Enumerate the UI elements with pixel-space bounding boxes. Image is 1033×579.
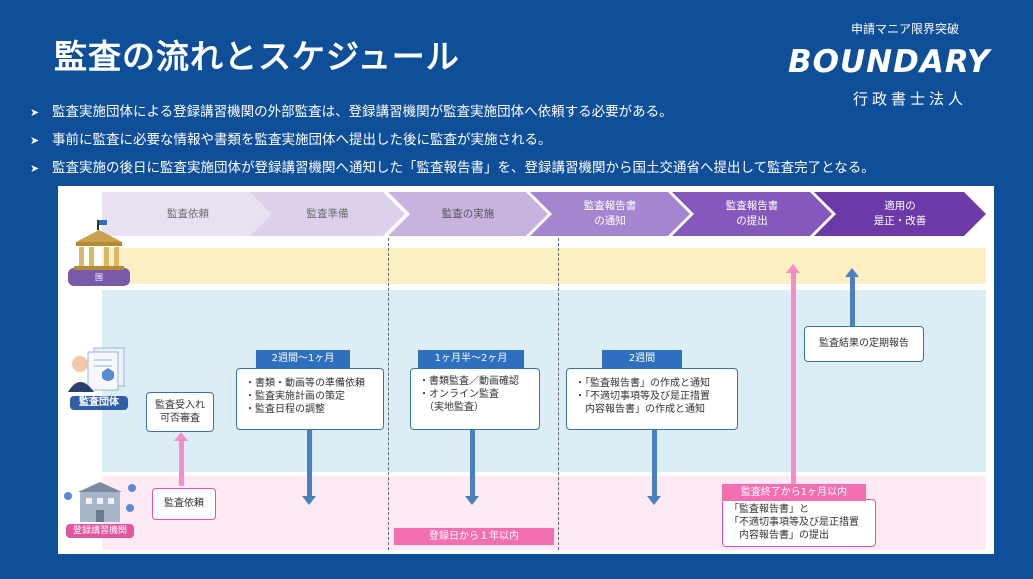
within-month-label: 監査終了から1ヶ月以内 — [722, 484, 866, 501]
request-up-arrowhead-icon — [174, 432, 188, 441]
prep-tasks-box: ・書類・動画等の準備依頼 ・監査実施計画の策定 ・監査日程の調整 — [236, 368, 384, 430]
period-prep-badge: 2週間〜1ヶ月 — [256, 350, 350, 368]
page-title: 監査の流れとスケジュール — [54, 37, 460, 76]
periodic-report-box: 監査結果の定期報告 — [804, 326, 924, 362]
bullet-2: ➤ 事前に監査に必要な情報や書類を監査実施団体へ提出した後に監査が実施される。 — [30, 128, 552, 148]
flow-diagram: 監査依頼 監査準備 監査の実施 監査報告書 の通知 監査報告書 の提出 適用の … — [58, 186, 994, 554]
gov-label: 国 — [95, 273, 103, 282]
gov-band — [102, 248, 986, 284]
separator-line — [388, 238, 389, 550]
period-exec-badge: 1ヶ月半〜2ヶ月 — [418, 350, 524, 368]
bullet-1: ➤ 監査実施団体による登録講習機関の外部監査は、登録講習機関が監査実施団体へ依頼す… — [30, 100, 673, 120]
logo-name: BOUNDARY — [788, 44, 991, 80]
report-down-arrowhead-icon — [647, 496, 661, 505]
bullet-text: 監査実施団体による登録講習機関の外部監査は、登録講習機関が監査実施団体へ依頼する… — [52, 104, 673, 120]
logo-subtitle: 行政書士法人 — [852, 90, 967, 108]
period-report-badge: 2週間 — [602, 350, 682, 368]
audit-request-box: 監査依頼 — [152, 488, 216, 520]
periodic-up-arrow — [850, 276, 855, 326]
stage-notify: 監査報告書 の通知 — [530, 192, 690, 236]
report-submission-box: 「監査報告書」と 「不適切事項等及び是正措置 内容報告書」の提出 — [722, 499, 876, 547]
submit-up-arrowhead-icon — [786, 264, 800, 273]
registered-org-building-icon: 登録講習機関 — [62, 478, 138, 542]
exec-down-arrow — [470, 430, 475, 496]
government-building-icon: 国 — [64, 220, 134, 288]
periodic-up-arrowhead-icon — [845, 268, 859, 277]
acceptance-review-box: 監査受入れ 可否審査 — [146, 392, 214, 432]
prep-down-arrowhead-icon — [302, 496, 316, 505]
submit-up-arrow — [791, 272, 796, 484]
within-year-label: 登録日から１年以内 — [394, 528, 554, 545]
stage-prep: 監査準備 — [250, 192, 405, 236]
report-tasks-box: ・「監査報告書」の作成と通知 ・「不適切事項等及び是正措置 内容報告書」の作成と… — [566, 368, 738, 430]
request-up-arrow — [179, 440, 184, 486]
bullet-text: 事前に監査に必要な情報や書類を監査実施団体へ提出した後に監査が実施される。 — [52, 132, 552, 148]
stage-correction: 適用の 是正・改善 — [814, 192, 986, 236]
bullet-3: ➤ 監査実施の後日に監査実施団体が登録講習機関へ通知した「監査報告書」を、登録講習… — [30, 156, 875, 176]
stage-request: 監査依頼 — [102, 192, 274, 236]
logo-tagline: 申請マニア限界突破 — [850, 22, 959, 36]
bullet-marker-icon: ➤ — [30, 106, 40, 119]
bullet-marker-icon: ➤ — [30, 162, 40, 175]
stage-submit: 監査報告書 の提出 — [672, 192, 832, 236]
auditor-label: 監査団体 — [70, 396, 128, 410]
bullet-text: 監査実施の後日に監査実施団体が登録講習機関へ通知した「監査報告書」を、登録講習機… — [52, 160, 875, 176]
separator-line — [558, 238, 559, 550]
report-down-arrow — [652, 430, 657, 496]
org-label: 登録講習機関 — [66, 524, 134, 538]
prep-down-arrow — [307, 430, 312, 496]
exec-tasks-box: ・書類監査／動画確認 ・オンライン監査 （実地監査） — [410, 368, 540, 430]
auditor-person-icon: 監査団体 — [64, 346, 134, 412]
stage-exec: 監査の実施 — [388, 192, 548, 236]
bullet-marker-icon: ➤ — [30, 134, 40, 147]
exec-down-arrowhead-icon — [465, 496, 479, 505]
